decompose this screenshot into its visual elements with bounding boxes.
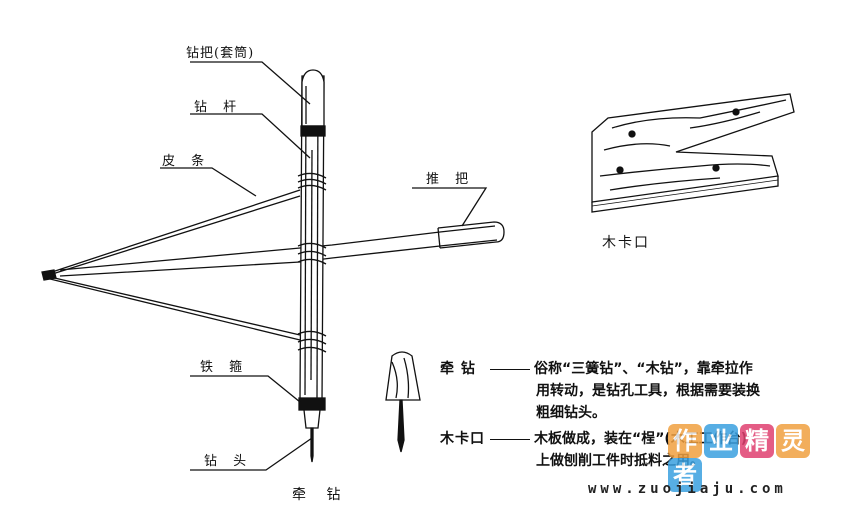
label-hoop: 铁 箍 <box>200 360 249 375</box>
label-strap: 皮 条 <box>162 154 211 169</box>
strap-left-lower-2 <box>45 277 301 341</box>
iron-hoop <box>298 397 326 411</box>
rod-line-1 <box>304 89 307 396</box>
wrap-upper-3 <box>297 184 327 191</box>
caption-drill: 牵 钻 <box>292 487 349 503</box>
crossbar <box>59 225 496 271</box>
desc-block-line-2: 上做刨削工件时抵料之用。 <box>536 453 704 469</box>
rod-line-3 <box>310 149 313 381</box>
wrap-mid-3 <box>297 258 327 265</box>
watermark-logo-char: 作 <box>668 424 702 458</box>
desc-drill-line-3: 粗细钻头。 <box>536 405 606 421</box>
wrap-mid-1 <box>297 242 327 249</box>
label-push-handle: 推 把 <box>426 172 475 187</box>
crossbar-2 <box>59 239 498 277</box>
watermark-logo-char: 者 <box>668 458 702 492</box>
strap-left-upper <box>45 189 301 275</box>
caption-block: 木卡口 <box>602 235 650 251</box>
watermark-logo-char: 精 <box>740 424 774 458</box>
wrap-mid-2 <box>297 250 327 257</box>
strap-left-lower <box>45 275 301 336</box>
push-handle-ring <box>437 227 441 249</box>
description-drill: 牵 钻 俗称“三簧钻”、“木钻”，靠牵拉作 用转动，是钻孔工具，根据需要装换 粗细… <box>440 358 760 424</box>
strap-anchor <box>41 269 57 281</box>
push-handle-grip <box>437 221 505 249</box>
watermark-logo-char: 灵 <box>776 424 810 458</box>
wrap-upper-1 <box>297 172 327 179</box>
label-handle: 钻把(套筒) <box>186 46 255 61</box>
leader-hoop <box>190 375 301 403</box>
leader-handle <box>190 61 311 105</box>
watermark-logo: 作业精灵者 <box>668 424 818 492</box>
label-rod: 钻 杆 <box>194 100 243 115</box>
handle-sleeve <box>301 69 325 127</box>
watermark-logo-char: 业 <box>704 424 738 458</box>
strap-left-upper-2 <box>45 195 301 277</box>
wooden-block <box>591 93 795 213</box>
bit-detail <box>385 351 421 453</box>
desc-term-block: 木卡口 <box>440 431 485 447</box>
wrap-lower-1 <box>297 330 327 337</box>
sleeve-band <box>300 125 326 137</box>
wrap-upper-2 <box>297 178 327 185</box>
bit-chuck <box>303 409 321 429</box>
watermark-url: www.zuojiaju.com <box>588 481 787 497</box>
desc-drill-line-1: 俗称“三簧钻”、“木钻”，靠牵拉作 <box>534 361 753 377</box>
label-bit: 钻 头 <box>204 454 253 469</box>
desc-drill-line-2: 用转动，是钻孔工具，根据需要装换 <box>536 383 760 399</box>
drill-bit <box>310 427 314 463</box>
leader-rod <box>190 113 311 159</box>
wrap-lower-3 <box>297 346 327 353</box>
leader-bit <box>190 437 313 471</box>
wrap-lower-2 <box>297 338 327 345</box>
leader-strap <box>160 167 257 197</box>
desc-term-drill: 牵 钻 <box>440 361 476 377</box>
leader-push-handle <box>412 187 488 227</box>
